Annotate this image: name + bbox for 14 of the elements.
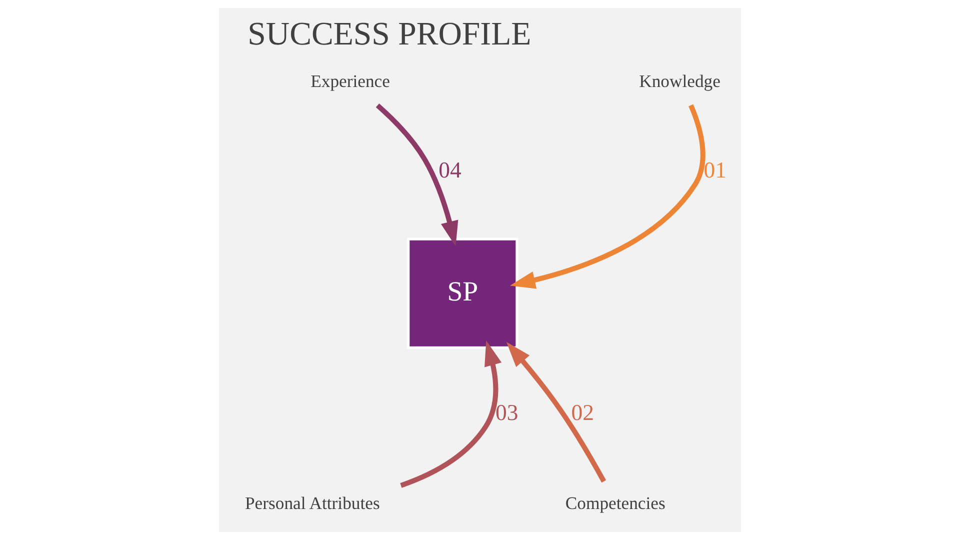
node-text: Personal Attributes (244, 492, 380, 513)
edge-label: 04 (438, 158, 462, 183)
node-text: Experience (310, 71, 390, 92)
arrow (400, 340, 502, 488)
node-text: Knowledge (639, 71, 720, 92)
node-text: Competencies (565, 492, 666, 513)
arrow (510, 104, 706, 289)
arrow (506, 342, 606, 483)
arrow (376, 104, 458, 246)
edge-label: 02 (571, 400, 594, 426)
edge-label: 03 (495, 400, 518, 426)
diagram-title: SUCCESS PROFILE (248, 16, 532, 52)
node-box: SP (407, 238, 518, 349)
edge-label: 01 (704, 158, 726, 183)
